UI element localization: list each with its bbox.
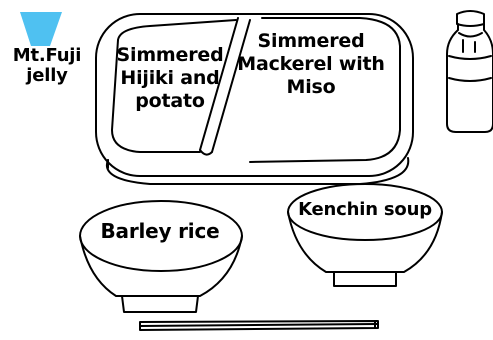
jelly-label: Mt.Fuji jelly	[4, 46, 90, 86]
milk-bottle-icon	[447, 11, 493, 132]
rice-label: Barley rice	[80, 220, 240, 242]
soup-label: Kenchin soup	[285, 200, 445, 220]
hijiki-label: Simmered Hijiki and potato	[106, 44, 234, 112]
rice-bowl-icon	[80, 201, 242, 312]
chopsticks-icon	[140, 321, 378, 330]
jelly-cup-icon	[20, 12, 62, 46]
mackerel-label: Simmered Mackerel with Miso	[226, 30, 396, 100]
